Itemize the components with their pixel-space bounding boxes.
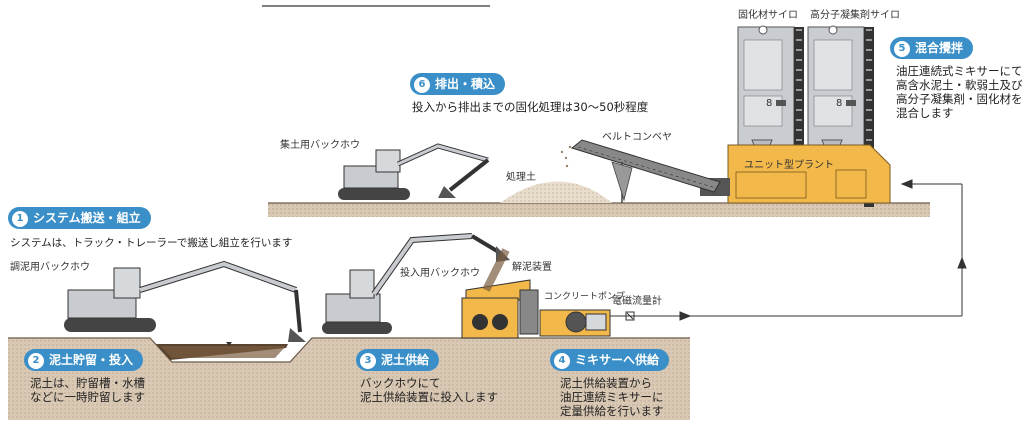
belt-conveyor <box>570 139 721 203</box>
loading-backhoe <box>322 233 510 334</box>
polymer-silo: 8 <box>751 25 874 207</box>
step-3-number: 3 <box>360 353 376 369</box>
step-5-badge: 5 混合攪拌 <box>890 37 974 59</box>
step-3-badge: 3 泥土供給 <box>356 349 440 371</box>
step-4-number: 4 <box>554 353 570 369</box>
step-1-number: 1 <box>12 211 28 227</box>
unit-plant <box>700 144 891 204</box>
treated-soil-label: 処理土 <box>506 172 536 183</box>
mud-device-label: 解泥装置 <box>512 262 552 273</box>
step-2-title: 泥土貯留・投入 <box>49 353 134 367</box>
treated-soil-pile <box>500 145 612 203</box>
step-4-title: ミキサーへ供給 <box>575 353 660 367</box>
svg-text:8: 8 <box>766 98 772 109</box>
belt-conveyor-label: ベルトコンベヤ <box>602 132 672 143</box>
step-6-number: 6 <box>414 77 430 93</box>
step-4-badge: 4 ミキサーへ供給 <box>550 349 670 371</box>
step-6-title: 排出・積込 <box>435 77 496 91</box>
mixing-backhoe-label: 調泥用バックホウ <box>10 262 90 273</box>
step-4-description: 泥土供給装置から 油圧連続ミキサーに 定量供給を行います <box>560 376 664 418</box>
flow-meter-label: 電磁流量計 <box>612 296 662 307</box>
step-5-title: 混合攪拌 <box>915 41 964 55</box>
step-1-badge: 1 システム搬送・組立 <box>8 207 151 229</box>
loading-backhoe-label: 投入用バックホウ <box>400 268 480 279</box>
upper-ground <box>268 202 930 217</box>
step-3-title: 泥土供給 <box>381 353 430 367</box>
step-3-description: バックホウにて 泥土供給装置に投入します <box>360 376 498 404</box>
collect-backhoe <box>338 143 490 200</box>
solidifier-silo-label: 固化材サイロ <box>738 10 798 21</box>
step-5-description: 油圧連続式ミキサーにて 高含水泥土・軟弱土及び 高分子凝集剤・固化材を 混合しま… <box>896 64 1023 120</box>
mud-device <box>461 248 539 339</box>
step-2-description: 泥土は、貯留槽・水槽 などに一時貯留します <box>30 376 145 404</box>
mud-pit <box>156 342 288 360</box>
lower-ground <box>8 337 690 420</box>
step-6-description: 投入から排出までの固化処理は30〜50秒程度 <box>412 100 649 114</box>
mixing-backhoe <box>64 260 306 342</box>
step-6-badge: 6 排出・積込 <box>410 73 506 95</box>
feed-pipeline <box>610 179 967 321</box>
polymer-silo-label: 高分子凝集剤サイロ <box>810 10 900 21</box>
step-1-title: システム搬送・組立 <box>33 211 141 225</box>
concrete-pump-label: コンクリートポンプ <box>544 292 625 302</box>
step-2-number: 2 <box>28 353 44 369</box>
step-5-number: 5 <box>894 41 910 57</box>
step-2-badge: 2 泥土貯留・投入 <box>24 349 144 371</box>
unit-plant-label: ユニット型プラント <box>744 160 834 171</box>
step-1-description: システムは、トラック・トレーラーで搬送し組立を行います <box>10 237 293 249</box>
concrete-pump <box>539 309 611 337</box>
svg-text:8: 8 <box>836 98 842 109</box>
collect-backhoe-label: 集土用バックホウ <box>280 140 360 151</box>
